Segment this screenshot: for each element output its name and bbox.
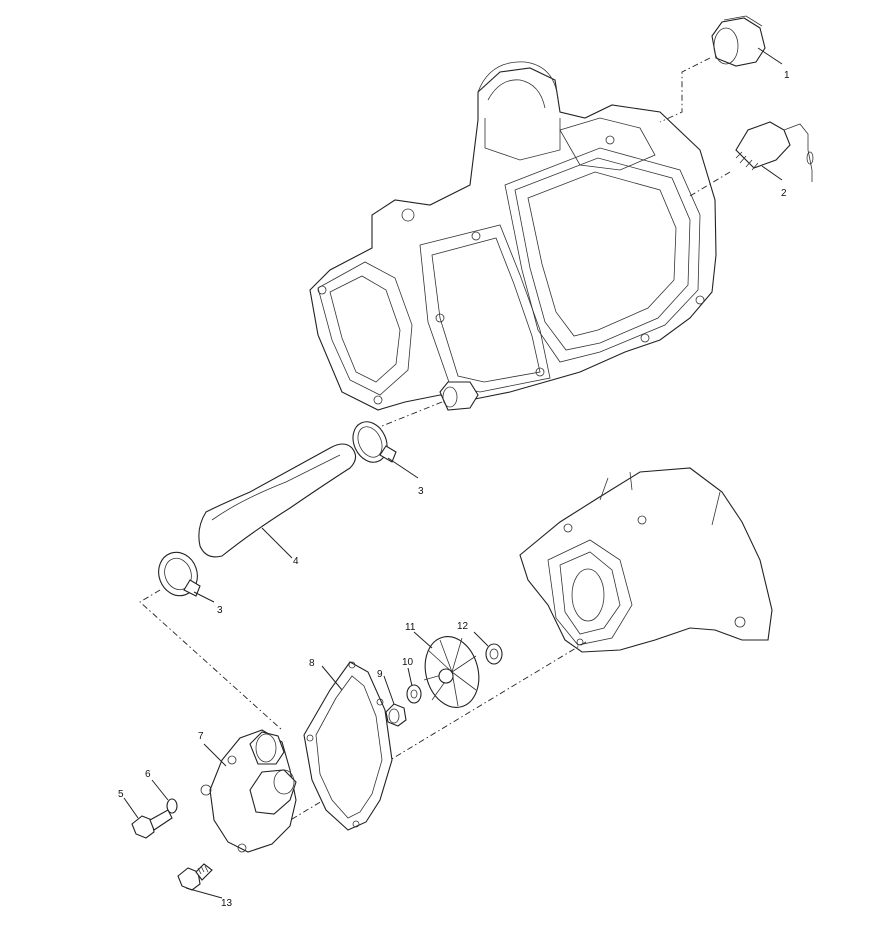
callout-6: 6 [145, 769, 151, 780]
part-3-lower-clamp [158, 551, 215, 603]
callout-5: 5 [118, 789, 124, 800]
part-6-washer [151, 779, 178, 814]
part-12-seal-ring [473, 631, 503, 665]
part-4-coolant-hose [198, 443, 357, 559]
part-2-temp-sensor [735, 121, 814, 182]
callout-12: 12 [457, 621, 469, 632]
callout-2: 2 [781, 188, 787, 199]
part-8-gasket [303, 661, 393, 831]
callout-9: 9 [377, 669, 383, 680]
callout-4: 4 [293, 556, 299, 567]
callout-3-lower: 3 [217, 605, 223, 616]
part-3-upper-clamp [352, 421, 419, 479]
callout-13: 13 [221, 898, 233, 909]
part-10-washer [406, 667, 422, 704]
callout-8: 8 [309, 658, 315, 669]
cylinder-head [309, 61, 717, 411]
callout-7: 7 [198, 731, 204, 742]
part-1-thermostat-cap [711, 15, 783, 67]
callout-labels: 1 2 3 4 3 5 6 7 8 9 10 11 12 13 [118, 70, 790, 909]
part-9-seal [383, 675, 407, 727]
callout-10: 10 [402, 657, 414, 668]
crankcase [519, 467, 773, 653]
callout-3-upper: 3 [418, 486, 424, 497]
part-13-bolt [177, 863, 223, 899]
callout-1: 1 [784, 70, 790, 81]
part-7-pump-cover [200, 729, 297, 853]
callout-11: 11 [405, 622, 416, 633]
alignment-lines [139, 57, 731, 849]
part-5-bolt [123, 797, 173, 839]
part-11-impeller [413, 631, 480, 708]
